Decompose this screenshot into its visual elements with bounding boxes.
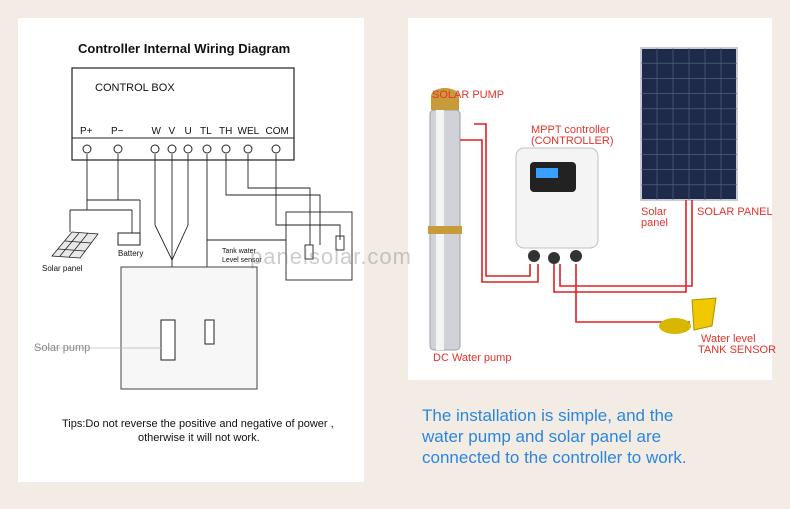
solar-panel-image	[640, 47, 738, 201]
terminal-3	[167, 144, 177, 154]
terminal-4	[183, 144, 193, 154]
terminal-label: U	[184, 126, 192, 137]
terminal-label: TL	[200, 126, 212, 137]
dc-pump-label: DC Water pump	[433, 352, 512, 364]
terminal-7	[243, 144, 253, 154]
water-level-label: Water level	[701, 333, 756, 345]
solar-pump-title: SOLAR PUMP	[432, 89, 505, 101]
terminal-2	[150, 144, 160, 154]
battery-icon	[117, 232, 141, 246]
tank-sensor-label: TANK SENSOR	[698, 344, 777, 356]
terminal-5	[202, 144, 212, 154]
water-tank	[120, 266, 258, 390]
tips-line-1: Tips:Do not reverse the positive and neg…	[62, 418, 334, 430]
solar-pump-label: Solar pump	[34, 342, 91, 354]
caption-line-3: connected to the controller to work.	[422, 448, 687, 467]
pump-image	[428, 88, 462, 351]
terminal-label: P+	[80, 126, 93, 137]
solar-panel-icon	[51, 231, 99, 259]
terminal-6	[221, 144, 231, 154]
watermark: panelsolar.com	[250, 244, 412, 269]
terminal-8	[271, 144, 281, 154]
terminal-1	[113, 144, 123, 154]
terminal-0	[82, 144, 92, 154]
terminal-label: TH	[219, 126, 233, 137]
caption-line-2: water pump and solar panel are	[422, 427, 662, 446]
terminal-label: P−	[111, 126, 124, 137]
battery-label: Battery	[118, 249, 144, 258]
control-box-label: CONTROL BOX	[95, 82, 175, 94]
caption-line-1: The installation is simple, and the	[422, 406, 674, 425]
solar-panel-big: SOLAR PANEL	[697, 206, 773, 218]
solar-panel-label: Solar panel	[42, 264, 83, 273]
wiring-lines	[69, 154, 353, 320]
controller-image	[515, 147, 599, 264]
control-box	[71, 67, 295, 161]
terminal-label: V	[168, 126, 176, 137]
wiring-title: Controller Internal Wiring Diagram	[78, 41, 291, 56]
level-sensor-label: Level sensor	[222, 257, 262, 264]
mppt-label-2: (CONTROLLER)	[531, 135, 614, 147]
tips-line-2: otherwise it will not work.	[138, 432, 260, 444]
pump-body	[160, 319, 176, 361]
solar-panel-small-2: panel	[641, 217, 668, 229]
mppt-label-1: MPPT controller	[531, 124, 610, 136]
terminal-label: COM	[265, 126, 289, 137]
level-sensor	[204, 319, 215, 345]
terminal-label: W	[151, 126, 161, 137]
float-sensor-image	[659, 297, 717, 334]
red-wires	[460, 123, 693, 323]
terminal-label: WEL	[237, 126, 260, 137]
solar-panel-small-1: Solar	[641, 206, 667, 218]
tank-label: Tank water	[222, 248, 256, 255]
